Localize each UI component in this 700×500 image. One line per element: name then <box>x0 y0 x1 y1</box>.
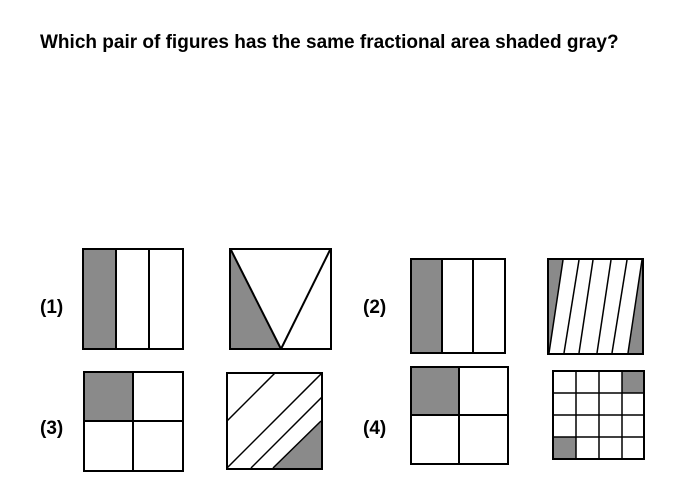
shaded-cell-top-right <box>622 371 644 393</box>
outline <box>82 248 184 350</box>
shaded-cell-bottom-left <box>553 437 576 459</box>
choice-label-2: (2) <box>363 297 387 318</box>
divider <box>596 259 612 354</box>
divider <box>280 249 331 350</box>
figure-4a-quarters <box>410 366 509 465</box>
figure-2b-slanted-strips <box>547 258 644 355</box>
divider <box>627 259 643 354</box>
figure-3b-diagonal-stripes <box>226 372 323 470</box>
question-text: Which pair of figures has the same fract… <box>40 32 619 53</box>
shaded-region <box>83 249 116 349</box>
divider <box>548 259 564 354</box>
divider <box>250 396 323 469</box>
choice-label-3: (3) <box>40 418 64 439</box>
figure-2a-thirds-strips <box>410 258 506 354</box>
divider <box>611 259 628 354</box>
divider <box>226 372 276 422</box>
divider <box>230 249 282 350</box>
choice-label-4: (4) <box>363 418 387 439</box>
divider <box>272 420 322 469</box>
divider <box>563 259 580 354</box>
divider <box>226 372 323 469</box>
shaded-region <box>411 259 442 353</box>
figure-1a-thirds-strips <box>82 248 184 350</box>
outline <box>410 258 506 354</box>
outline <box>547 258 644 355</box>
figure-3a-quarters <box>83 371 184 472</box>
figure-4b-grid <box>552 370 645 460</box>
shaded-region <box>84 372 133 421</box>
choice-label-1: (1) <box>40 297 64 318</box>
shaded-region <box>411 367 459 415</box>
figure-1b-v-triangles <box>229 248 332 350</box>
divider <box>578 259 594 354</box>
